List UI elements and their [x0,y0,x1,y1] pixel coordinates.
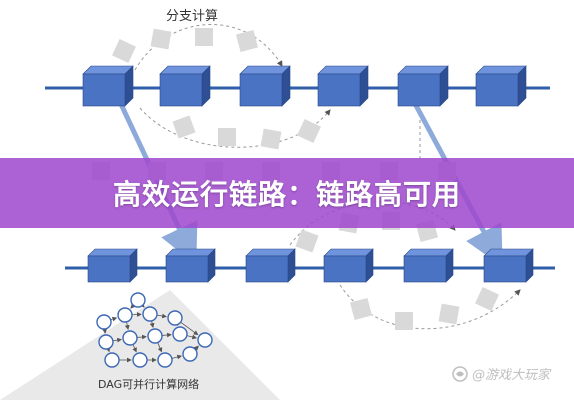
dag-node-13 [183,347,197,361]
branch-compute-label: 分支计算 [166,5,218,24]
dashed-block-1 [112,39,136,63]
top-block-2 [160,66,210,106]
top-block-1 [83,66,133,106]
dag-node-6 [123,331,137,345]
dag-node-3 [143,307,157,321]
top-block-5 [398,66,448,106]
dashed-block-16 [295,229,318,252]
dag-network-label: DAG可并行计算网络 [98,376,199,392]
dag-node-14 [131,293,145,307]
dag-node-4 [168,311,182,325]
bottom-block-6 [484,249,533,282]
top-block-3 [240,66,290,106]
bottom-block-2 [166,249,215,282]
dashed-block-22 [439,304,460,325]
bottom-chain-blocks [88,249,533,282]
bottom-block-5 [404,249,453,282]
dag-node-9 [198,333,212,347]
watermark: @游戏大玩家 [452,364,550,383]
bottom-block-4 [324,249,373,282]
top-chain-blocks [83,66,526,106]
dashed-block-3 [195,28,213,46]
bottom-block-3 [246,249,295,282]
dashed-block-23 [475,287,499,311]
dag-node-8 [173,327,187,341]
dag-node-11 [133,353,147,367]
dashed-block-21 [395,312,413,330]
dashed-block-6 [218,128,236,146]
top-block-4 [318,66,368,106]
dag-node-1 [97,315,111,329]
watermark-logo-icon [452,366,468,382]
banner-title: 高效运行链路：链路高可用 [113,173,461,213]
dag-node-12 [158,353,172,367]
title-banner: 高效运行链路：链路高可用 [0,158,574,228]
dag-edge-1 [111,318,117,320]
dashed-block-2 [151,29,172,50]
watermark-text: @游戏大玩家 [472,364,550,383]
dashed-block-7 [261,129,282,150]
top-block-6 [476,66,526,106]
dag-node-5 [99,335,113,349]
dag-node-10 [105,353,119,367]
dashed-block-5 [172,115,195,138]
bottom-block-1 [88,249,137,282]
dag-node-7 [148,329,162,343]
dashed-block-4 [236,30,258,52]
dag-node-2 [118,308,132,322]
